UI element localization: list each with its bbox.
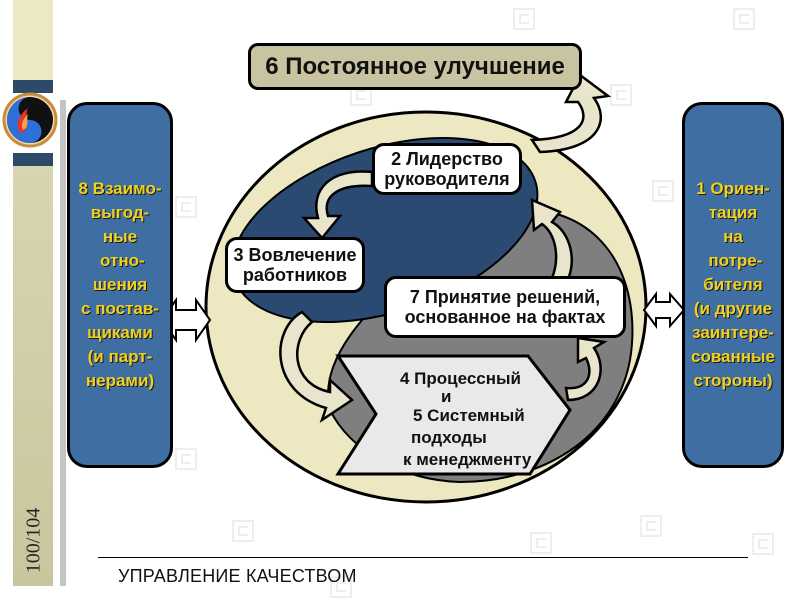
principle-supplier-relations-text: 8 Взаимо- выгод- ные отно- шения с поста… [78,179,162,390]
watermark-icon [640,515,662,537]
principle-supplier-relations: 8 Взаимо- выгод- ные отно- шения с поста… [67,102,173,468]
principle-customer-focus-text: 1 Ориен- тация на потре- бителя (и други… [690,179,776,390]
curved-arrow-icon [564,336,608,402]
principle-evidence-based-decisions: 7 Принятие решений, основанное на фактах [384,276,626,338]
principle-decisions-text: 7 Принятие решений, основанное на фактах [404,287,606,327]
curved-arrow-icon [279,310,355,424]
sidebar-band [13,80,53,93]
principle-4-line: 4 Процессный [400,369,521,388]
principle-leadership: 2 Лидерство руководителя [372,143,522,195]
double-arrow-right-icon [642,291,686,329]
double-arrow-left-icon [160,296,212,344]
watermark-icon [330,576,352,598]
watermark-icon [530,532,552,554]
sidebar-divider [60,100,66,586]
watermark-icon [610,84,632,106]
principle-engagement-text: 3 Вовлечение работников [233,245,357,285]
watermark-icon [652,180,674,202]
principle-engagement: 3 Вовлечение работников [225,237,365,293]
watermark-icon [175,448,197,470]
watermark-icon [752,533,774,555]
process-chevron [335,354,572,476]
watermark-icon [513,8,535,30]
principle-5-line: 5 Системный [413,406,525,425]
title-text: 6 Постоянное улучшение [265,52,565,80]
footer-title: УПРАВЛЕНИЕ КАЧЕСТВОМ [118,566,357,586]
curved-arrow-icon [301,170,374,240]
principle-leadership-text: 2 Лидерство руководителя [384,149,510,189]
curved-arrow-icon [530,198,573,286]
principle-customer-focus: 1 Ориен- тация на потре- бителя (и други… [682,102,784,468]
footer-divider [98,557,748,558]
watermark-icon [232,520,254,542]
sidebar-band [13,153,53,166]
watermark-icon [175,196,197,218]
principle-4-5-connector: и [441,387,451,406]
sidebar-decoration-top [13,0,53,80]
sidebar-decoration-bottom [13,166,53,586]
watermark-icon [733,8,755,30]
principle-4-5-subject: подходы [411,428,487,447]
title-continuous-improvement: 6 Постоянное улучшение [248,43,582,90]
principle-4-5-object: к менеджменту [403,450,532,469]
logo-flame-icon [2,92,58,148]
